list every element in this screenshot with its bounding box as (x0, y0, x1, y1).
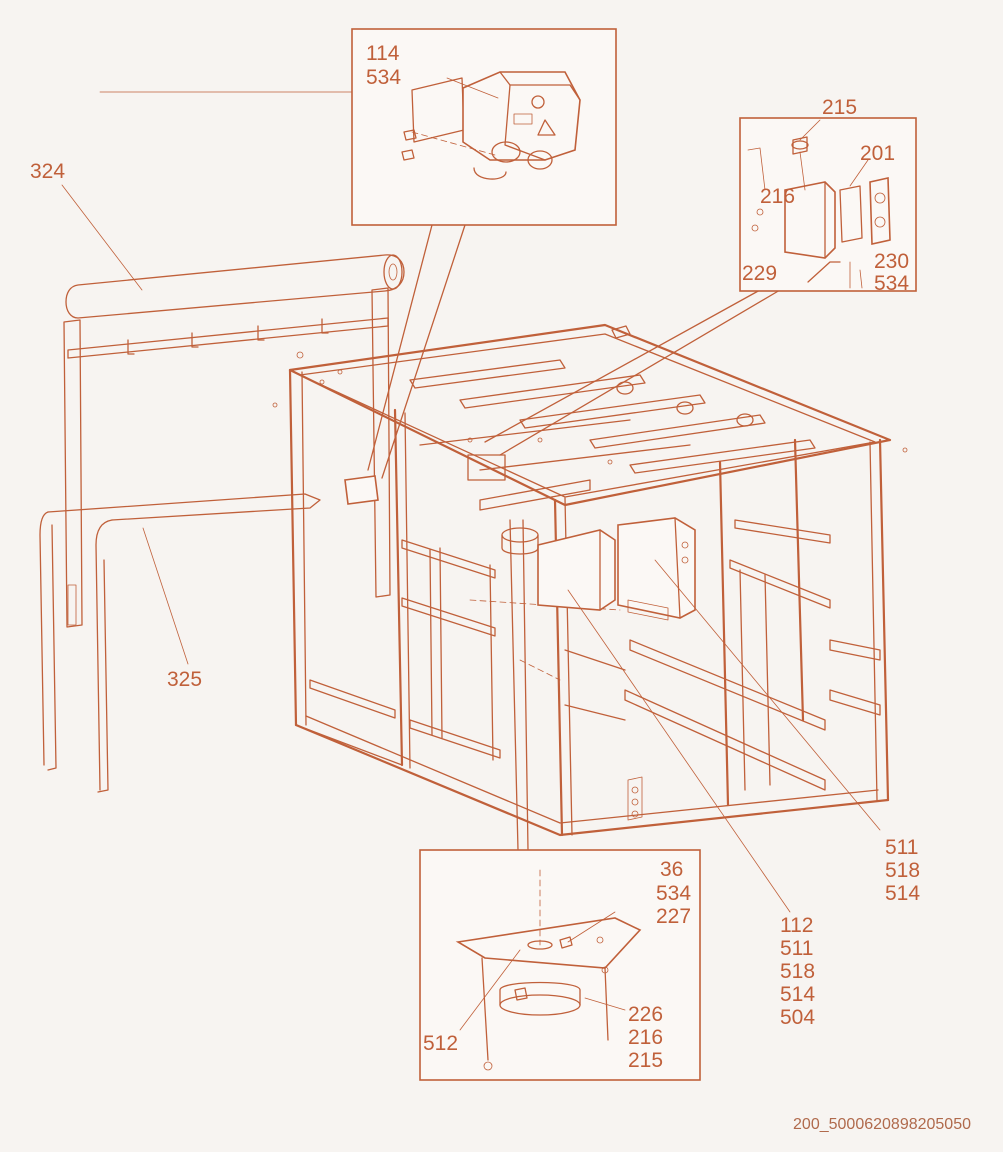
callout-114: 114 (366, 42, 400, 65)
callout-511-right: 511 (885, 836, 919, 859)
callout-511-center: 511 (780, 937, 814, 960)
callout-201: 201 (860, 142, 896, 165)
callout-534-bracket: 534 (656, 882, 692, 905)
callout-325: 325 (167, 668, 203, 691)
leader-lines (61, 91, 881, 913)
callout-514-right: 514 (885, 882, 921, 905)
callout-216-bracket: 216 (628, 1026, 664, 1049)
callout-324: 324 (30, 160, 66, 183)
detail-box-switch (351, 28, 617, 226)
electrical-enclosures (344, 454, 696, 621)
detail-box-bracket (419, 849, 701, 1081)
callout-229: 229 (742, 262, 778, 285)
callout-215-outlet: 215 (822, 96, 858, 119)
callout-112: 112 (780, 914, 814, 937)
callout-504: 504 (780, 1006, 816, 1029)
callout-226: 226 (628, 1003, 664, 1026)
callout-518-right: 518 (885, 859, 921, 882)
callout-227: 227 (656, 905, 692, 928)
callout-36: 36 (660, 858, 684, 881)
callout-514-center: 514 (780, 983, 816, 1006)
callout-534-outlet: 534 (874, 272, 910, 295)
callout-230: 230 (874, 250, 910, 273)
bench-325 (39, 493, 321, 793)
drawing-code: 200_5000620898205050 (793, 1116, 971, 1133)
main-cage-frame (272, 323, 908, 837)
callout-534-switch: 534 (366, 66, 402, 89)
callout-518-center: 518 (780, 960, 816, 983)
detail-box-outlet (739, 117, 917, 292)
shelf-frame-324 (63, 254, 405, 628)
callout-512: 512 (423, 1032, 459, 1055)
callout-215-bracket: 215 (628, 1049, 664, 1072)
callout-216-outlet: 216 (760, 185, 796, 208)
